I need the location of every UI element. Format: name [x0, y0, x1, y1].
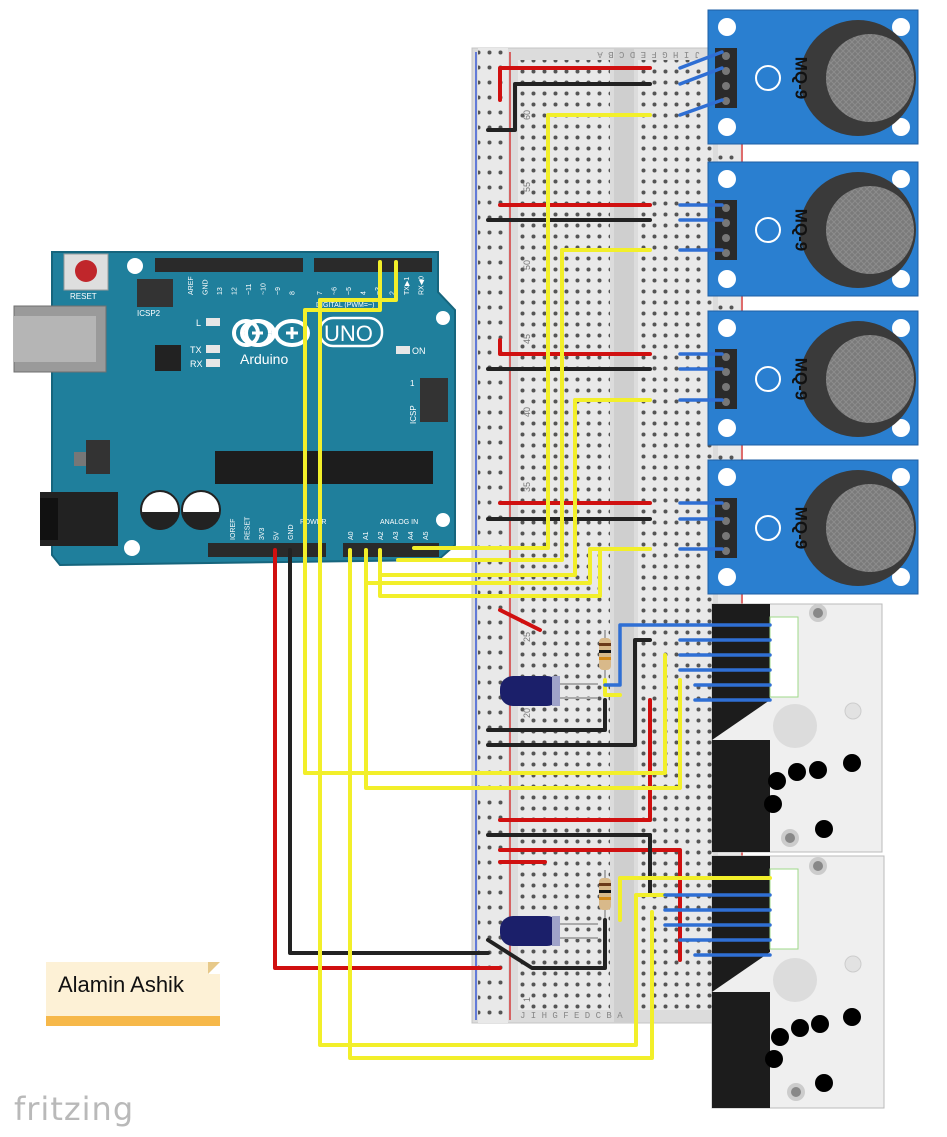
- pin-label: AREF: [188, 276, 195, 295]
- digital-label: DIGITAL (PWM=~): [316, 302, 374, 309]
- pin-label: TX▶1: [404, 277, 411, 295]
- arduino-brand: Arduino: [240, 351, 288, 367]
- wire-red: [273, 66, 682, 970]
- pin-label: ~10: [261, 283, 268, 295]
- pin-label: 12: [232, 287, 239, 295]
- led-on-label: ON: [412, 346, 426, 356]
- analog-label: ANALOG IN: [380, 519, 418, 526]
- pin-label: ~9: [275, 287, 282, 295]
- row-number: 50: [522, 260, 532, 270]
- resistor: [599, 630, 611, 680]
- wire-black: [288, 82, 652, 970]
- fritzing-watermark: fritzing: [14, 1090, 135, 1128]
- wire-yellow: [303, 113, 772, 1060]
- pin-label: A3: [393, 531, 400, 540]
- mq9-sensor: MQ-9: [707, 9, 919, 145]
- row-number: 55: [522, 182, 532, 192]
- author-note-text: Alamin Ashik: [58, 972, 184, 997]
- arduino-uno: [13, 251, 456, 567]
- pin-label: ~6: [332, 287, 339, 295]
- arduino-model: UNO: [324, 321, 373, 346]
- wire-blue: [603, 50, 772, 957]
- pin-label: RESET: [245, 516, 252, 540]
- author-note-fold: [208, 962, 220, 974]
- power-label: POWER: [300, 519, 326, 526]
- row-number: 35: [522, 482, 532, 492]
- icsp-pin1-label: 1: [410, 379, 415, 388]
- mq9-sensor: MQ-9: [707, 459, 919, 595]
- sensor-model-label: MQ-9: [792, 358, 811, 401]
- pin-label: A0: [348, 531, 355, 540]
- row-number: 1: [522, 997, 532, 1002]
- icsp2-label: ICSP2: [137, 309, 161, 318]
- reset-label: RESET: [70, 292, 97, 301]
- row-number: 60: [522, 110, 532, 120]
- pin-label: ~5: [346, 287, 353, 295]
- pin-label: GND: [203, 279, 210, 295]
- led-l-label: L: [196, 318, 201, 328]
- breadboard-top-letters: J I H G F E D C B A: [597, 49, 700, 59]
- capacitor: [500, 916, 598, 946]
- pin-label: ~11: [246, 284, 253, 295]
- sensor-model-label: MQ-9: [792, 57, 811, 100]
- pin-label: 8: [290, 291, 297, 295]
- pin-label: 2: [390, 291, 397, 295]
- row-number: 40: [522, 407, 532, 417]
- pin-label: 4: [361, 291, 368, 295]
- pin-label: A1: [363, 531, 370, 540]
- pin-label: GND: [288, 524, 295, 540]
- pin-label: 3V3: [259, 527, 266, 540]
- led-tx-label: TX: [190, 345, 202, 355]
- dust-sensor: [711, 603, 883, 853]
- led-rx-label: RX: [190, 359, 203, 369]
- breadboard-row-numbers: 60 55 50 45 40 35 25 20 1: [522, 110, 532, 1002]
- pin-label: 13: [217, 287, 224, 295]
- sensor-model-label: MQ-9: [792, 507, 811, 550]
- author-note: [46, 962, 220, 1026]
- pin-label: 7: [317, 291, 324, 295]
- pin-label: 5V: [274, 531, 281, 540]
- pin-label: IOREF: [230, 519, 237, 540]
- icsp-label: ICSP: [409, 405, 418, 424]
- breadboard-bottom-letters: J I H G F E D C B A: [520, 1011, 623, 1021]
- sensor-model-label: MQ-9: [792, 209, 811, 252]
- row-number: 25: [522, 632, 532, 642]
- capacitor: [500, 676, 598, 706]
- pin-label: A2: [378, 531, 385, 540]
- dust-sensor: [711, 855, 885, 1109]
- mq9-sensor: MQ-9: [707, 161, 919, 297]
- pin-label: A5: [423, 531, 430, 540]
- pin-label: A4: [408, 531, 415, 540]
- mq9-sensor: MQ-9: [707, 310, 919, 446]
- pin-label: RX◀0: [419, 276, 426, 295]
- resistor: [599, 870, 611, 920]
- row-number: 20: [522, 708, 532, 718]
- row-number: 45: [522, 334, 532, 344]
